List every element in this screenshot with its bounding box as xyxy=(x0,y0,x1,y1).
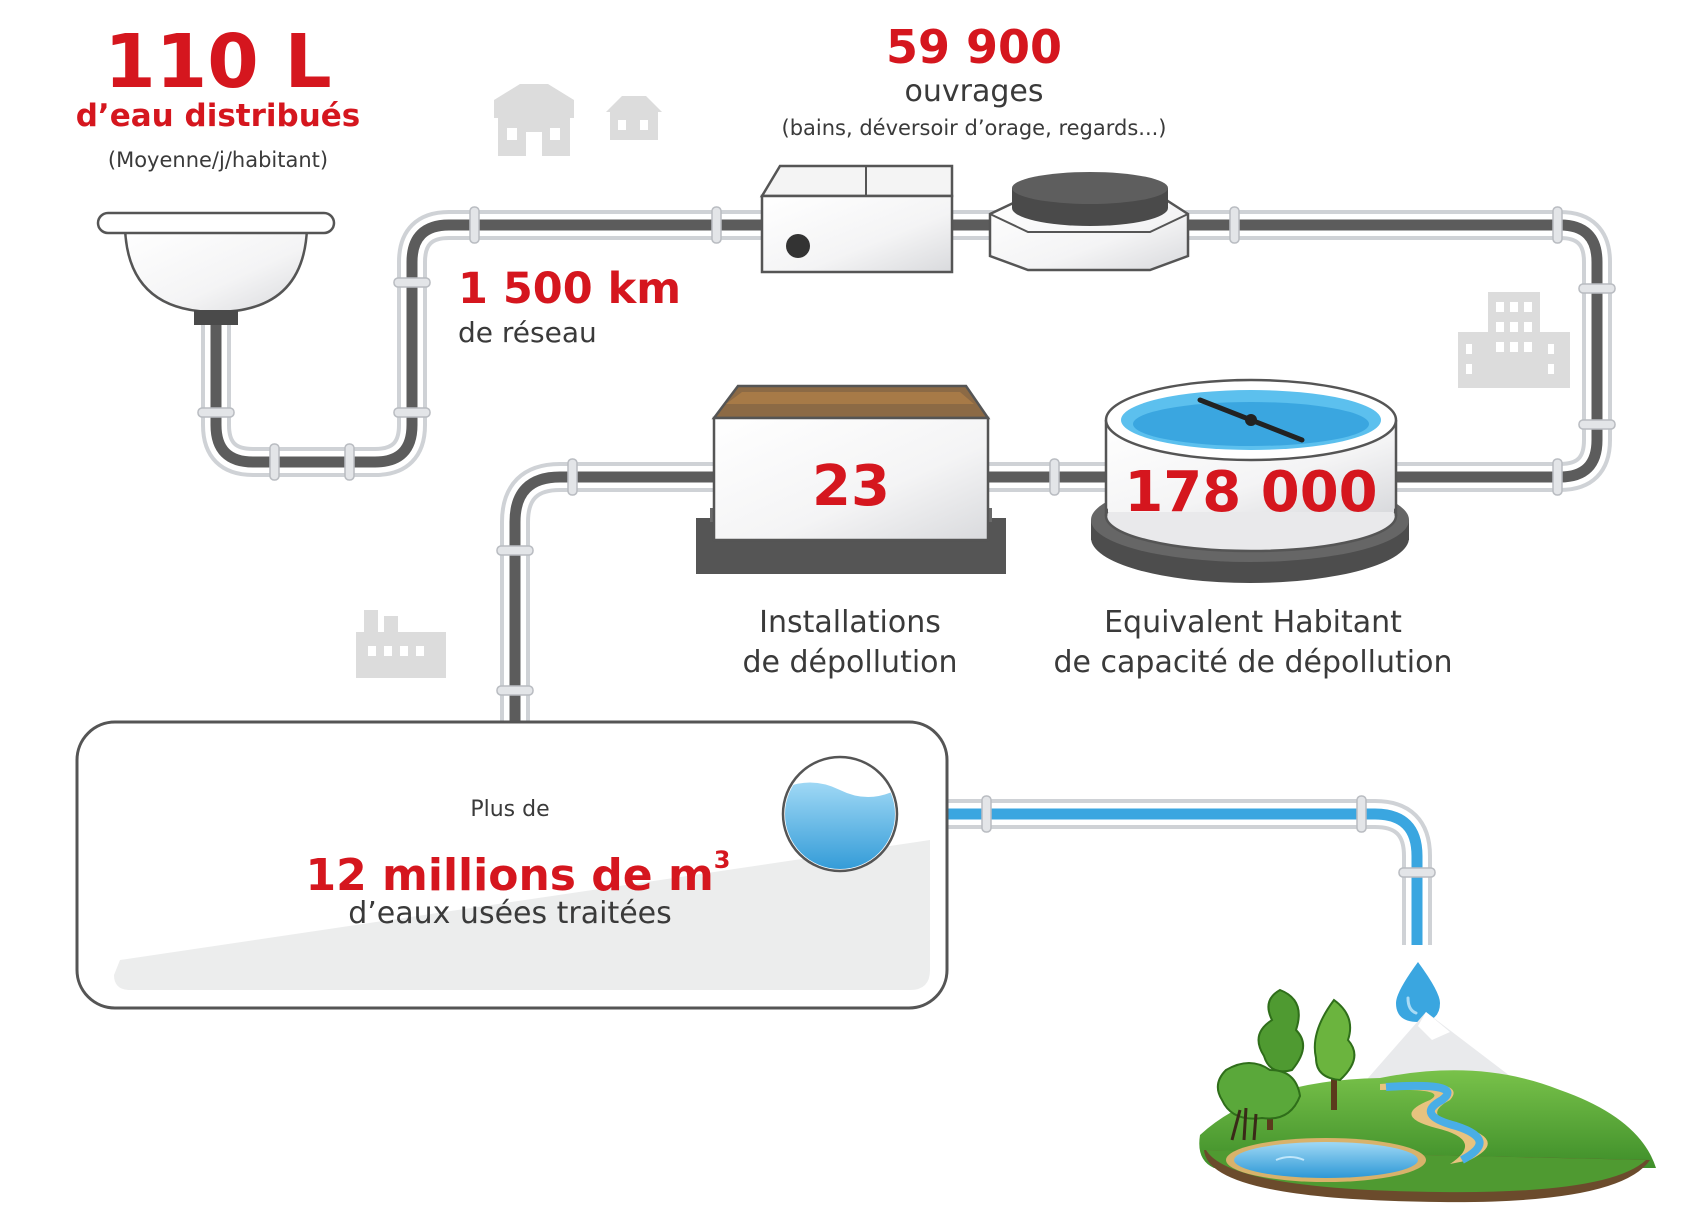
sink-icon xyxy=(96,211,336,325)
structures-count-label: ouvrages xyxy=(904,74,1044,109)
treatment-plants-label-2: de dépollution xyxy=(742,645,958,680)
water-volume-value: 110 L xyxy=(104,19,332,105)
blue-pipe-joints xyxy=(981,795,1436,878)
clarifier-tank-icon xyxy=(1091,378,1409,583)
pipe-joints xyxy=(197,206,1616,696)
building-icon xyxy=(1458,292,1570,388)
treatment-plants-label-1: Installations xyxy=(759,605,941,640)
manhole-icon xyxy=(988,172,1190,272)
treated-water-pipe xyxy=(945,799,1432,945)
water-volume-label: d’eau distribués xyxy=(75,98,361,134)
treated-water-superscript: 3 xyxy=(713,846,731,874)
structures-count-note: (bains, déversoir d’orage, regards...) xyxy=(781,116,1167,140)
capacity-value: 178 000 xyxy=(1124,460,1378,525)
landscape-icon xyxy=(1199,988,1656,1203)
water-gauge-icon xyxy=(781,755,899,873)
treatment-plants-value: 23 xyxy=(812,454,890,519)
box-structure-icon xyxy=(759,164,954,274)
capacity-label-1: Equivalent Habitant xyxy=(1104,605,1402,640)
water-volume-note: (Moyenne/j/habitant) xyxy=(107,148,329,172)
treated-water-amount: 12 millions de m xyxy=(305,850,714,901)
capacity-label-2: de capacité de dépollution xyxy=(1053,645,1453,680)
treated-water-panel xyxy=(75,720,949,1010)
treated-water-label: d’eaux usées traitées xyxy=(348,896,672,931)
treated-water-value: 12 millions de m3 xyxy=(258,832,778,904)
structures-count-value: 59 900 xyxy=(885,20,1063,74)
treatment-tank-icon xyxy=(696,384,1006,574)
water-drop-icon xyxy=(1396,962,1440,1022)
treated-water-prefix: Plus de xyxy=(470,797,550,822)
network-length-value: 1 500 km xyxy=(458,264,682,314)
network-length-label: de réseau xyxy=(458,316,597,349)
factory-icon xyxy=(356,610,446,678)
houses-icon xyxy=(494,84,662,156)
